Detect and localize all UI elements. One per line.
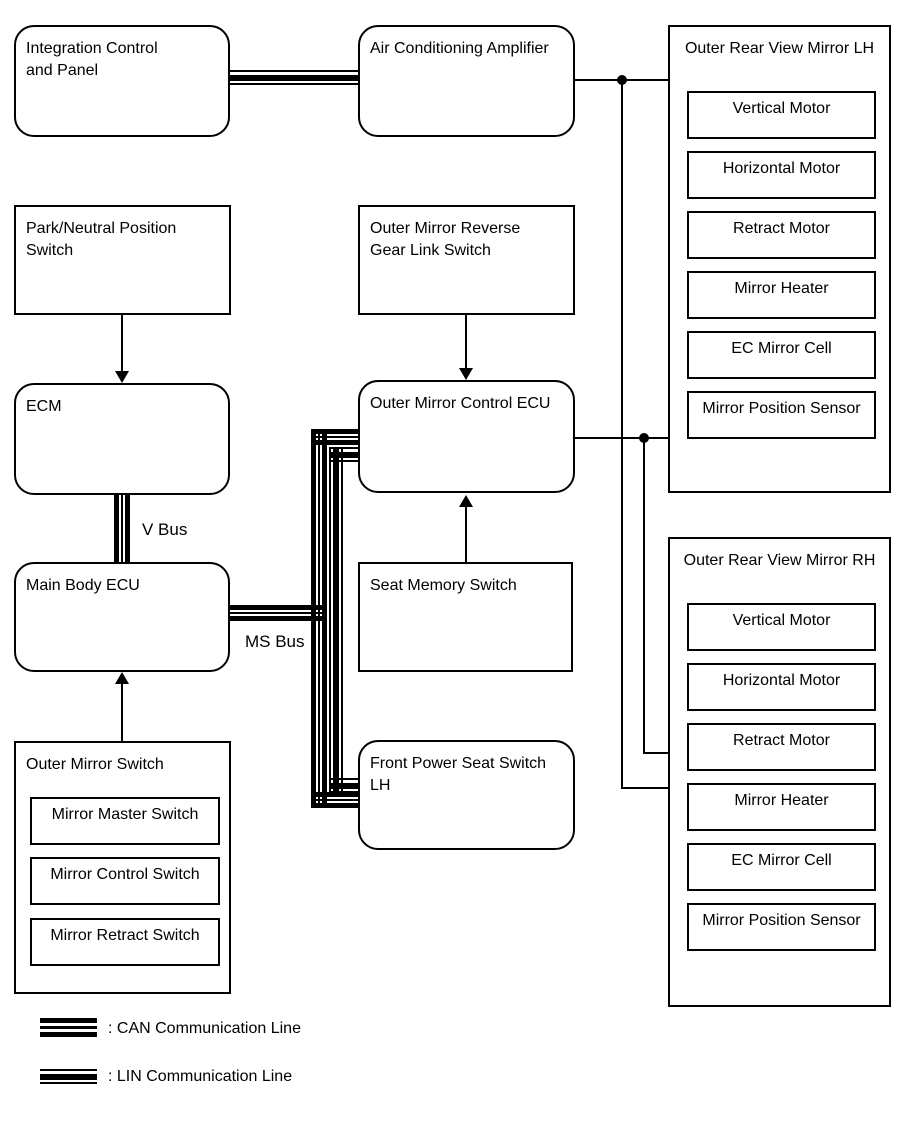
node-outer-mirror-control-ecu: Outer Mirror Control ECU (358, 380, 575, 493)
lin-bus-integration-to-ac (230, 70, 358, 85)
cell-rh-retract-motor: Retract Motor (687, 723, 876, 771)
can-line-legend-icon (40, 1018, 97, 1037)
node-ac-amplifier-label: Air Conditioning Amplifier (370, 40, 549, 57)
node-integration-control: Integration Control and Panel (14, 25, 230, 137)
can-bus-stub-to-mirror-ecu (311, 429, 359, 445)
node-outer-mirror-control-ecu-label: Outer Mirror Control ECU (370, 395, 551, 412)
can-bus-v-bus (114, 495, 130, 562)
lin-line-legend-icon (40, 1069, 97, 1084)
group-outer-mirror-lh-title: Outer Rear View Mirror LH (684, 40, 875, 57)
cell-lh-horizontal-motor: Horizontal Motor (687, 151, 876, 199)
wire-ecu-branch-vertical (643, 437, 645, 754)
node-park-neutral-switch: Park/Neutral Position Switch (14, 205, 231, 315)
cell-lh-vertical-motor: Vertical Motor (687, 91, 876, 139)
node-main-body-ecu: Main Body ECU (14, 562, 230, 672)
cell-lh-ec-mirror-cell: EC Mirror Cell (687, 331, 876, 379)
node-front-power-seat-switch: Front Power Seat Switch LH (358, 740, 575, 850)
node-ac-amplifier: Air Conditioning Amplifier (358, 25, 575, 137)
junction-dot-ac-branch (617, 75, 627, 85)
node-ecm: ECM (14, 383, 230, 495)
wire-ecu-to-mirror-lh (575, 437, 668, 439)
group-outer-mirror-rh-title: Outer Rear View Mirror RH (683, 552, 876, 569)
arrowhead-reverse-to-ecu (459, 368, 473, 380)
can-bus-ms-bus (230, 605, 327, 621)
arrow-line-park-to-ecm (121, 315, 123, 373)
group-outer-mirror-switch: Outer Mirror Switch Mirror Master Switch… (14, 741, 231, 994)
wire-ac-branch-to-mirror-rh (621, 787, 668, 789)
label-v-bus: V Bus (142, 520, 188, 539)
lin-bus-stub-to-seat-switch (329, 778, 359, 793)
lin-bus-stub-to-mirror-ecu (329, 447, 359, 462)
node-ecm-label: ECM (26, 398, 62, 415)
group-outer-mirror-rh: Outer Rear View Mirror RH Vertical Motor… (668, 537, 891, 1007)
legend-lin-label: : LIN Communication Line (108, 1068, 293, 1085)
junction-dot-ecu-branch (639, 433, 649, 443)
can-bus-stub-to-seat-switch (311, 792, 359, 808)
group-outer-mirror-switch-title: Outer Mirror Switch (26, 756, 164, 773)
cell-mirror-master-switch: Mirror Master Switch (30, 797, 220, 845)
node-reverse-gear-switch: Outer Mirror Reverse Gear Link Switch (358, 205, 575, 315)
wire-ecu-branch-to-mirror-rh (643, 752, 668, 754)
label-ms-bus: MS Bus (245, 632, 305, 651)
node-park-neutral-switch-label: Park/Neutral Position Switch (26, 220, 177, 259)
arrowhead-seatmemory-to-ecu (459, 495, 473, 507)
legend-can-label: : CAN Communication Line (108, 1020, 301, 1037)
cell-lh-retract-motor: Retract Motor (687, 211, 876, 259)
arrow-line-seatmemory-to-ecu (465, 505, 467, 562)
wire-ac-branch-vertical (621, 79, 623, 789)
cell-rh-horizontal-motor: Horizontal Motor (687, 663, 876, 711)
node-seat-memory-switch-label: Seat Memory Switch (370, 577, 517, 594)
can-bus-vertical-trunk (311, 429, 327, 808)
node-front-power-seat-switch-label: Front Power Seat Switch LH (370, 755, 547, 794)
arrow-line-reverse-to-ecu (465, 315, 467, 370)
cell-rh-mirror-position-sensor: Mirror Position Sensor (687, 903, 876, 951)
node-reverse-gear-switch-label: Outer Mirror Reverse Gear Link Switch (370, 220, 521, 259)
cell-rh-ec-mirror-cell: EC Mirror Cell (687, 843, 876, 891)
cell-rh-mirror-heater: Mirror Heater (687, 783, 876, 831)
node-main-body-ecu-label: Main Body ECU (26, 577, 140, 594)
cell-mirror-control-switch: Mirror Control Switch (30, 857, 220, 905)
arrow-line-mirrorswitch-to-mainbody (121, 682, 123, 741)
node-seat-memory-switch: Seat Memory Switch (358, 562, 573, 672)
lin-bus-vertical-trunk (329, 447, 343, 793)
group-outer-mirror-lh: Outer Rear View Mirror LH Vertical Motor… (668, 25, 891, 493)
arrowhead-park-to-ecm (115, 371, 129, 383)
cell-rh-vertical-motor: Vertical Motor (687, 603, 876, 651)
cell-lh-mirror-position-sensor: Mirror Position Sensor (687, 391, 876, 439)
arrowhead-mirrorswitch-to-mainbody (115, 672, 129, 684)
node-integration-control-label: Integration Control and Panel (26, 40, 158, 79)
cell-lh-mirror-heater: Mirror Heater (687, 271, 876, 319)
cell-mirror-retract-switch: Mirror Retract Switch (30, 918, 220, 966)
